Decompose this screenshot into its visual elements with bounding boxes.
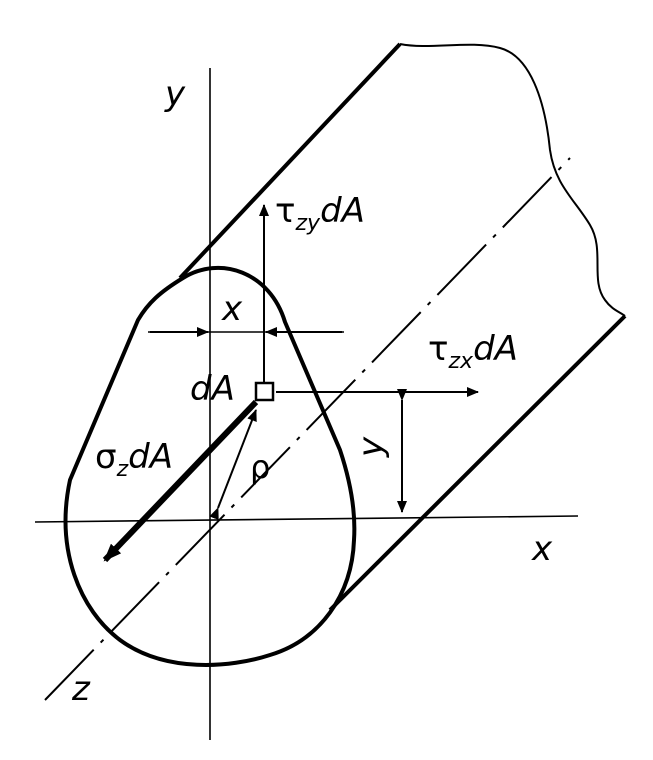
rho-dimension-line (209, 409, 257, 521)
x-axis-label: x (531, 529, 553, 569)
element-dA-square (254, 381, 275, 402)
z-axis-label: z (71, 669, 91, 709)
y-axis-label: y (164, 74, 186, 114)
y-dimension-label: y (351, 436, 391, 458)
dA-label: dA (190, 369, 235, 409)
rho-label: ρ (250, 448, 270, 486)
sigma-z-label: σzdA (95, 437, 173, 482)
cross-section-outline (63, 265, 357, 667)
shaft-lower-edge (328, 314, 627, 612)
x-dimension-label: x (221, 289, 243, 329)
shaft-axis (44, 157, 571, 701)
x-axis-line (34, 515, 579, 523)
tau-zx-label: τzxdA (428, 329, 518, 374)
shaft-break-line (399, 43, 626, 317)
shaft-upper-edge (178, 42, 402, 280)
tau-zy-label: τzydA (275, 191, 365, 236)
